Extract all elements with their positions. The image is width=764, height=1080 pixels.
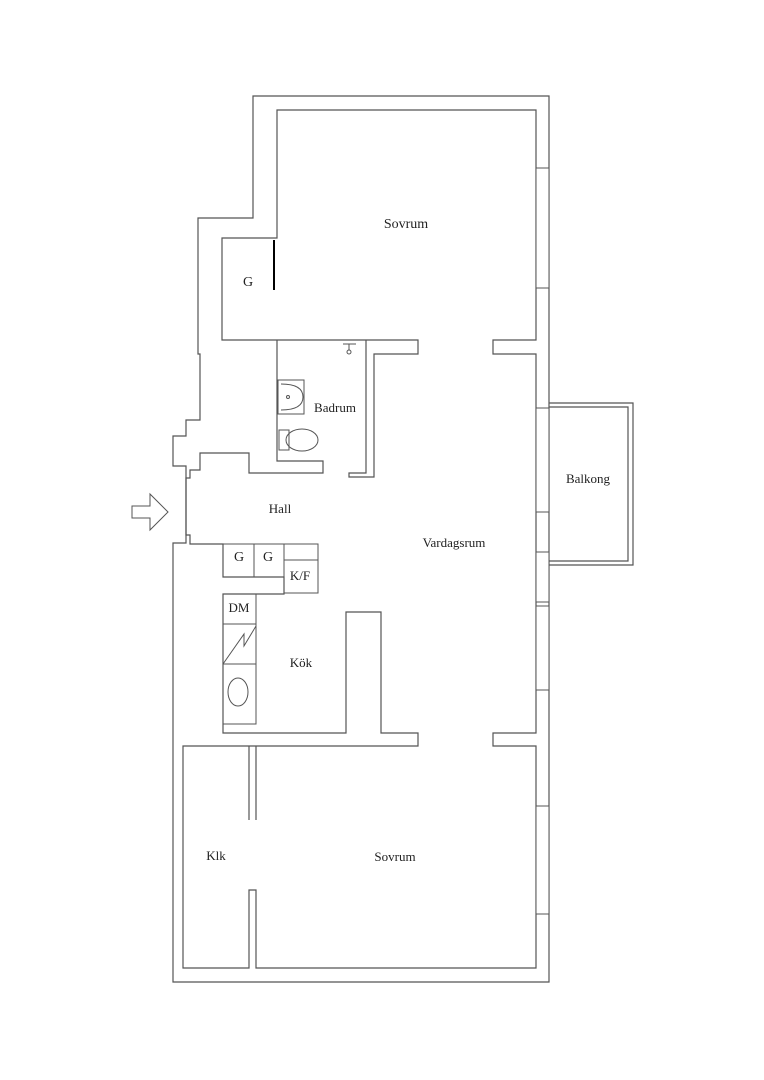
window-vardagsrum-2 — [535, 551, 550, 603]
washbasin-icon — [277, 379, 305, 415]
fixture-label-wardrobe-hall-2: G — [263, 550, 273, 565]
room-label-klk: Klk — [206, 848, 226, 863]
window-sovrum-bottom — [535, 805, 550, 915]
room-label-kok: Kök — [290, 655, 313, 670]
kitchen-counter — [222, 593, 257, 725]
room-label-hall: Hall — [269, 501, 292, 516]
hall-cabinets — [222, 543, 319, 594]
room-label-balkong: Balkong — [566, 471, 611, 486]
room-label-vardagsrum: Vardagsrum — [423, 535, 486, 550]
room-label-sovrum-top: Sovrum — [384, 217, 428, 232]
window-sovrum-top — [535, 167, 550, 289]
fridge-box — [283, 543, 319, 594]
outer-walls — [172, 95, 550, 983]
sink-box — [222, 663, 257, 725]
fixture-label-dishwasher: DM — [229, 600, 250, 615]
stove-icon — [222, 625, 257, 665]
fixture-label-fridge: K/F — [290, 568, 310, 583]
bathroom-fixtures — [277, 343, 356, 452]
window-vardagsrum-1 — [535, 407, 550, 513]
kitchen-sink-icon — [227, 677, 249, 707]
toilet-icon — [278, 428, 319, 452]
fixture-label-wardrobe-hall-1: G — [234, 550, 244, 565]
room-label-sovrum-bottom: Sovrum — [374, 849, 415, 864]
room-label-badrum: Badrum — [314, 400, 356, 415]
fixture-label-wardrobe-top: G — [243, 275, 253, 290]
shower-icon — [343, 343, 356, 355]
stove-box — [222, 623, 257, 665]
balcony — [549, 402, 634, 566]
window-vardagsrum-3 — [535, 605, 550, 691]
entrance-arrow-icon — [131, 492, 169, 532]
windows — [535, 167, 550, 915]
